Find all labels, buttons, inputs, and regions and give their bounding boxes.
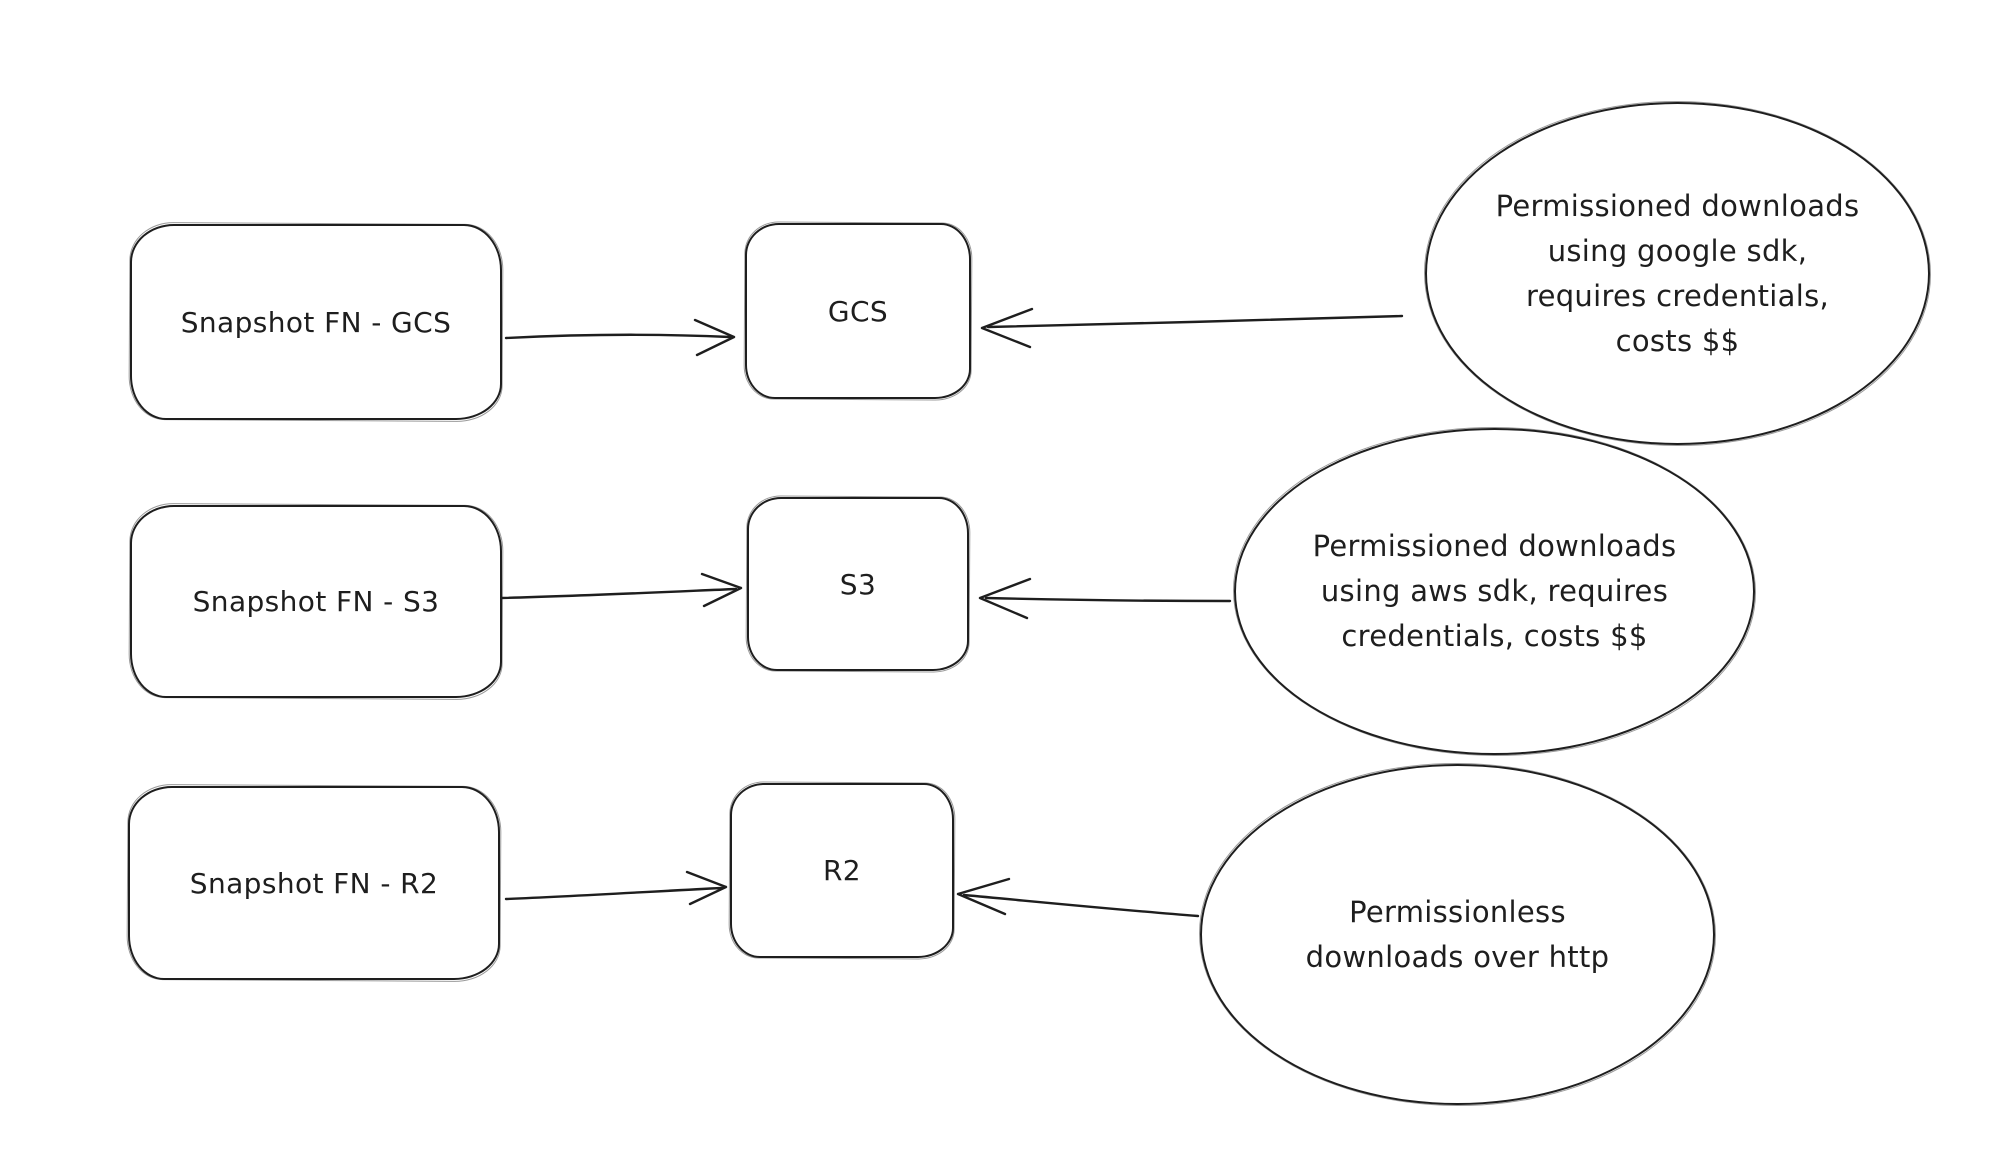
node-s3-label: S3: [839, 567, 877, 601]
note-ellipse-gcs: Permissioned downloads using google sdk,…: [1425, 102, 1930, 445]
node-r2: R2: [730, 783, 954, 958]
node-gcs: GCS: [745, 223, 971, 399]
node-gcs-label: GCS: [827, 294, 889, 328]
arrow-snapshot-gcs-to-gcs: [504, 318, 736, 357]
note-ellipse-r2: Permissionless downloads over http: [1200, 764, 1715, 1105]
node-snapshot-fn-r2: Snapshot FN - R2: [128, 786, 500, 980]
node-r2-label: R2: [822, 854, 862, 887]
note-ellipse-r2-text: Permissionless downloads over http: [1305, 894, 1610, 974]
arrow-snapshot-r2-to-r2: [504, 870, 728, 906]
node-snapshot-fn-s3: Snapshot FN - S3: [130, 505, 502, 698]
note-ellipse-gcs-text: Permissioned downloads using google sdk,…: [1495, 188, 1860, 358]
arrow-snapshot-s3-to-s3: [498, 572, 743, 608]
node-snapshot-fn-gcs-label: Snapshot FN - GCS: [180, 305, 452, 339]
arrow-note-to-s3: [978, 577, 1232, 620]
node-snapshot-fn-gcs: Snapshot FN - GCS: [130, 224, 502, 420]
arrow-note-to-gcs: [980, 307, 1404, 349]
note-ellipse-s3-text: Permissioned downloads using aws sdk, re…: [1312, 529, 1677, 653]
node-snapshot-fn-s3-label: Snapshot FN - S3: [192, 585, 440, 618]
note-ellipse-s3: Permissioned downloads using aws sdk, re…: [1234, 428, 1755, 755]
arrow-note-to-r2: [956, 877, 1200, 918]
node-s3: S3: [747, 497, 969, 671]
node-snapshot-fn-r2-label: Snapshot FN - R2: [189, 866, 439, 900]
